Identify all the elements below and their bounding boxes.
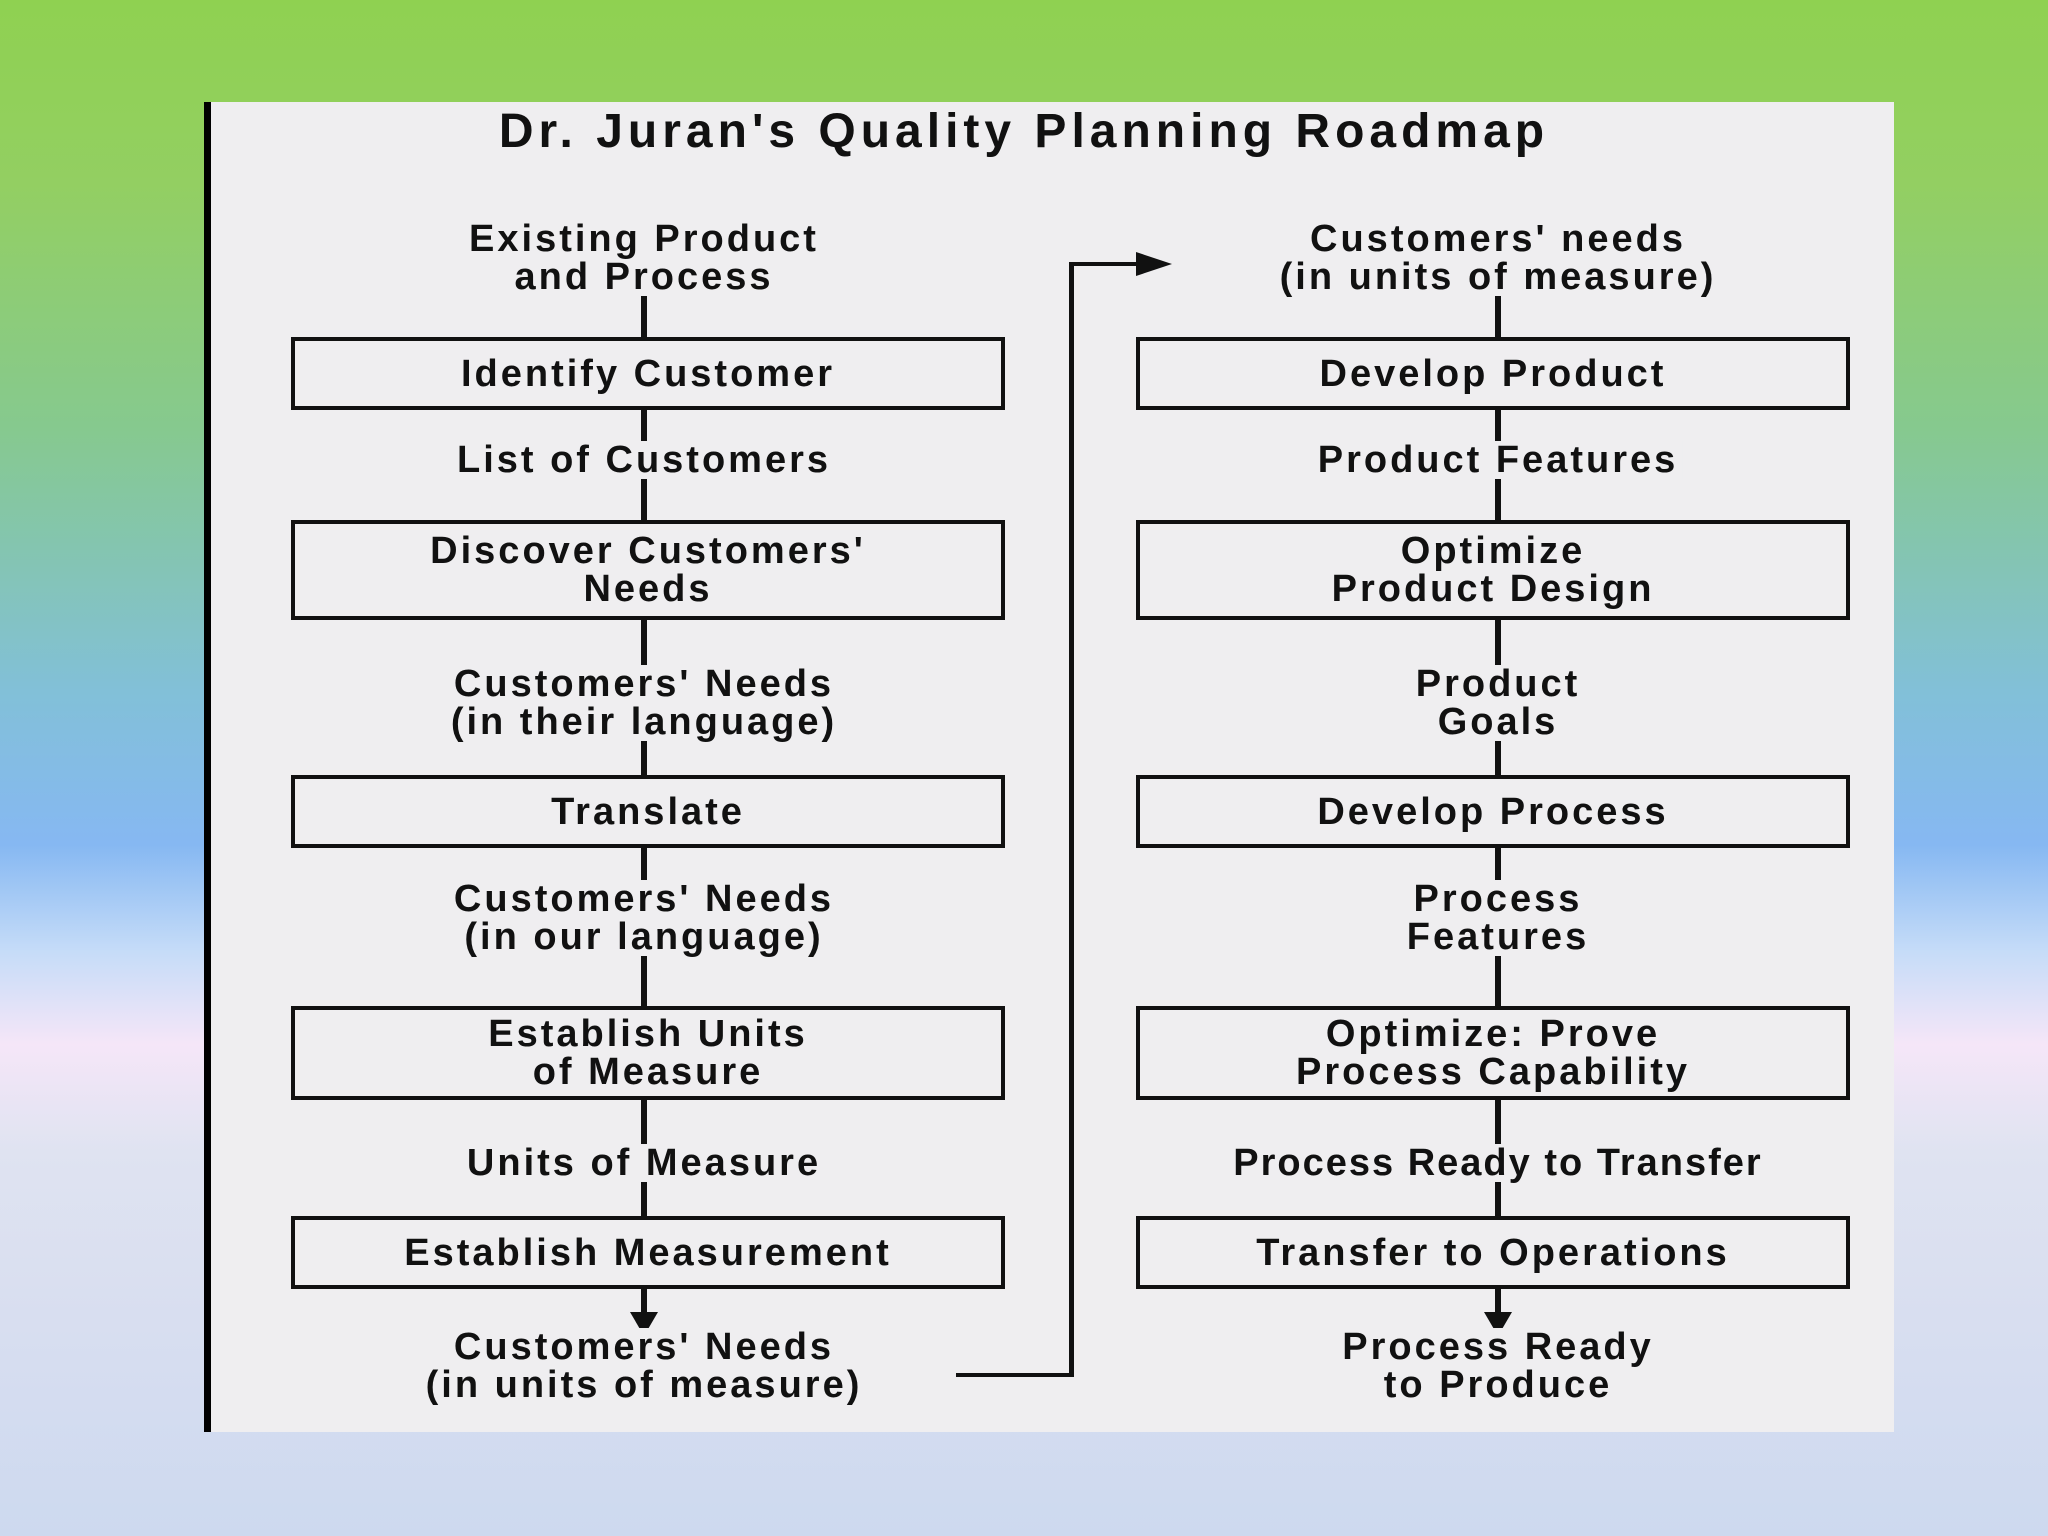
step-box-establish-measurement: Establish Measurement (291, 1216, 1005, 1289)
output-label: Customers' Needs(in their language) (446, 665, 842, 741)
input-label-right: Customers' needs(in units of measure) (1275, 220, 1721, 296)
link-line-vertical (1069, 262, 1074, 1377)
output-label: Customers' Needs(in our language) (449, 880, 839, 956)
step-box-translate: Translate (291, 775, 1005, 848)
step-box-develop-product: Develop Product (1136, 337, 1850, 410)
output-label: Units of Measure (462, 1144, 826, 1182)
connector-line (641, 1289, 647, 1323)
link-line-top (1069, 262, 1149, 266)
output-label: List of Customers (452, 441, 836, 479)
step-box-discover-needs: Discover Customers'Needs (291, 520, 1005, 620)
output-label: Product Features (1313, 441, 1683, 479)
step-box-develop-process: Develop Process (1136, 775, 1850, 848)
output-label: Process Ready to Transfer (1229, 1144, 1767, 1182)
link-line-bottom (956, 1373, 1074, 1377)
page-title: Dr. Juran's Quality Planning Roadmap (498, 105, 1550, 158)
output-label: Customers' Needs(in units of measure) (421, 1328, 867, 1404)
step-box-transfer-operations: Transfer to Operations (1136, 1216, 1850, 1289)
step-box-identify-customer: Identify Customer (291, 337, 1005, 410)
connector-line (1495, 1289, 1501, 1323)
connector-line (1495, 293, 1501, 337)
connector-line (641, 293, 647, 337)
slide-panel (204, 102, 1894, 1432)
